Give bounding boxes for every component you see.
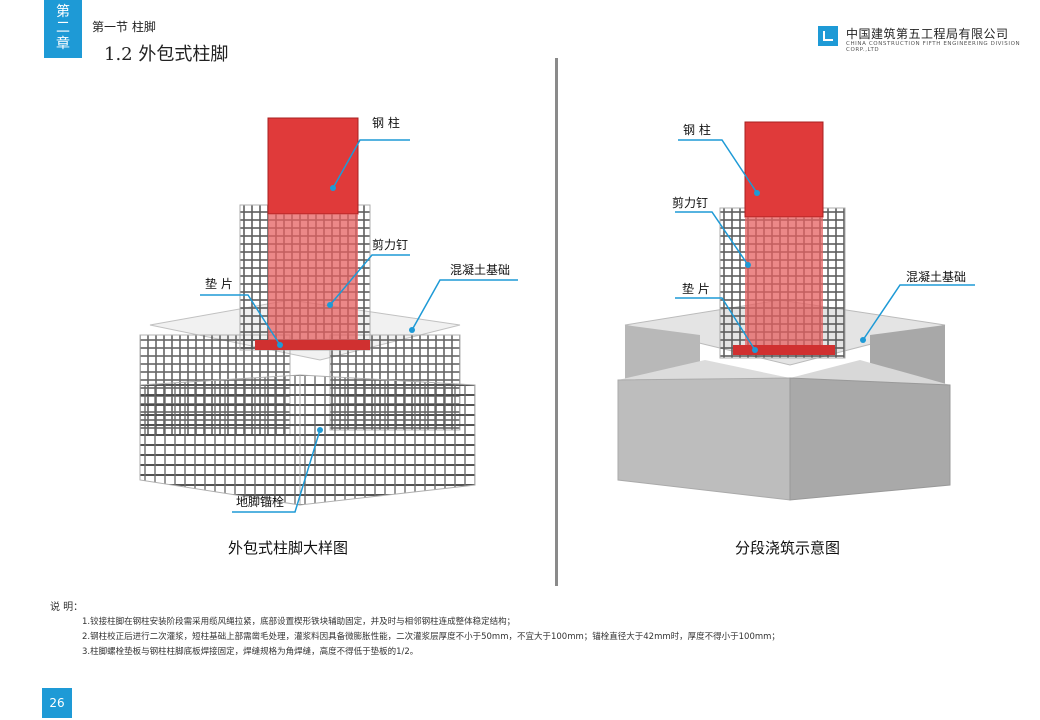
section-label: 第一节 柱脚	[92, 20, 156, 34]
concrete-front-right-face	[789, 377, 951, 501]
steel-column-top	[267, 117, 359, 215]
left-figure-caption: 外包式柱脚大样图	[228, 539, 349, 557]
note-item: 3.柱脚螺栓垫板与钢柱柱脚底板焊接固定，焊缝规格为角焊缝，高度不得低于垫板的1/…	[82, 647, 419, 657]
steel-column-encased	[745, 217, 823, 350]
concrete-front-left-face	[617, 377, 791, 501]
steel-column-top	[744, 121, 824, 218]
company-logo-icon	[818, 26, 838, 46]
right-figure-caption: 分段浇筑示意图	[735, 539, 841, 557]
label-shear-stud: 剪力钉	[372, 238, 409, 252]
figure-divider	[555, 58, 558, 586]
base-plate	[733, 345, 835, 355]
label-shim: 垫 片	[682, 282, 710, 296]
rebar-cage-front-right	[299, 374, 476, 506]
chapter-char: 章	[56, 36, 70, 52]
leader-line	[232, 429, 321, 513]
chapter-tab: 第 二 章	[44, 0, 82, 58]
leader-line	[329, 254, 410, 306]
leader-line	[411, 279, 518, 331]
page-title: 1.2 外包式柱脚	[104, 44, 229, 65]
base-plate	[255, 340, 370, 350]
chapter-char: 二	[56, 20, 70, 36]
chapter-char: 第	[56, 4, 70, 20]
label-shim: 垫 片	[205, 277, 233, 291]
company-name: 中国建筑第五工程局有限公司	[846, 27, 1009, 41]
label-concrete-foundation: 混凝土基础	[906, 270, 967, 284]
steel-column-encased	[268, 214, 358, 344]
page-number: 26	[42, 688, 72, 718]
label-steel-column: 钢 柱	[372, 116, 400, 130]
label-steel-column: 钢 柱	[683, 123, 711, 137]
company-name-english: CHINA CONSTRUCTION FIFTH ENGINEERING DIV…	[846, 41, 1021, 53]
notes-title: 说 明：	[50, 602, 84, 613]
leader-line	[200, 294, 281, 346]
leader-line	[862, 284, 975, 341]
note-item: 2.钢柱校正后进行二次灌浆，短柱基础上部需凿毛处理，灌浆料因具备微膨胀性能，二次…	[82, 632, 780, 642]
label-anchor-bolt: 地脚锚栓	[236, 495, 285, 509]
label-concrete-foundation: 混凝土基础	[450, 263, 511, 277]
note-item: 1.铰接柱脚在钢柱安装阶段需采用缆风绳拉紧，底部设置楔形铁块辅助固定，并及时与相…	[82, 617, 516, 627]
leader-line	[675, 297, 756, 351]
leader-line	[678, 139, 758, 194]
leader-line	[675, 211, 749, 266]
leader-line	[332, 139, 410, 189]
label-shear-stud: 剪力钉	[672, 196, 709, 210]
